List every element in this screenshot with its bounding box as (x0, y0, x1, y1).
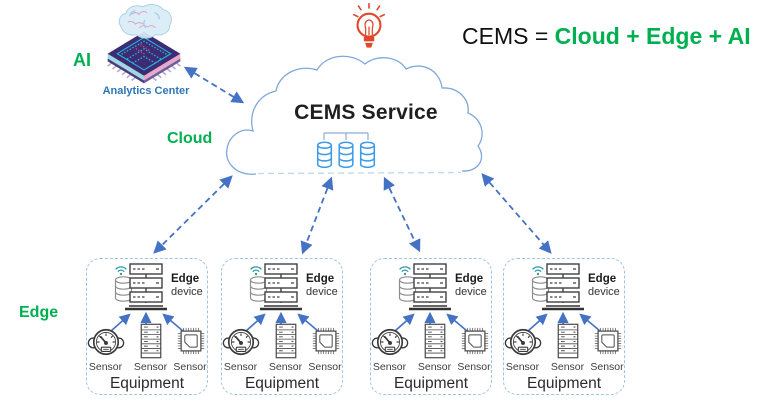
equipment-label: Equipment (393, 375, 469, 392)
cloud-bottom-dashed-line (257, 171, 462, 175)
chip-sensor-icon (594, 327, 622, 355)
equipment-box: Edge device Sensor Sensor Sensor Equipme… (221, 258, 343, 395)
edge-device-label: Edge (455, 273, 484, 285)
equipment-box: Edge device Sensor Sensor Sensor Equipme… (86, 258, 208, 395)
chip-sensor-icon (461, 327, 489, 355)
edge-device-sublabel: device (306, 286, 338, 298)
chip-sensor-icon (312, 327, 340, 355)
cems-service-title: CEMS Service (294, 101, 438, 124)
rack-sensor-icon (422, 323, 448, 359)
sensor-label: Sensor (268, 361, 303, 373)
sensor-label: Sensor (417, 361, 452, 373)
sensor-label: Sensor (505, 361, 540, 373)
brain-chip-icon (107, 4, 181, 84)
gauge-sensor-icon (371, 326, 409, 358)
edge-device-icon (397, 262, 455, 314)
sensor-label: Sensor (173, 361, 207, 373)
gauge-sensor-icon (222, 326, 260, 358)
equation-suffix: Cloud + Edge + AI (554, 23, 751, 49)
sensor-label: Sensor (457, 361, 491, 373)
edge-device-icon (530, 262, 588, 314)
edge-device-sublabel: device (588, 286, 620, 298)
gauge-sensor-icon (504, 326, 542, 358)
cloud-shape (225, 55, 483, 175)
chip-sensor-icon (177, 327, 205, 355)
edge-device-icon (113, 262, 171, 314)
equipment-label: Equipment (109, 375, 185, 392)
lightbulb-icon (352, 2, 386, 48)
gauge-sensor-icon (87, 326, 125, 358)
database-icon (338, 141, 354, 169)
sensor-label: Sensor (550, 361, 585, 373)
analytics-center-label: Analytics Center (102, 85, 190, 97)
database-cluster (316, 132, 376, 169)
cloud-zone-label: Cloud (167, 130, 213, 147)
arrow-ai-cloud (183, 66, 245, 104)
rack-sensor-icon (555, 323, 581, 359)
edge-zone-label: Edge (19, 304, 59, 321)
sensor-label: Sensor (88, 361, 123, 373)
ai-zone-label: AI (73, 50, 91, 70)
sensor-label: Sensor (372, 361, 407, 373)
arrow-cloud-box1 (153, 175, 233, 254)
edge-device-label: Edge (588, 273, 617, 285)
edge-device-icon (248, 262, 306, 314)
arrow-cloud-box4 (481, 173, 552, 254)
equipment-label: Equipment (526, 375, 602, 392)
brain-icon (118, 4, 172, 39)
arrow-cloud-box2 (300, 176, 334, 255)
rack-sensor-icon (138, 323, 164, 359)
sensor-label: Sensor (133, 361, 168, 373)
equipment-box: Edge device Sensor Sensor Sensor Equipme… (503, 258, 625, 395)
equipment-label: Equipment (244, 375, 320, 392)
rack-sensor-icon (273, 323, 299, 359)
edge-device-label: Edge (171, 273, 200, 285)
database-icon (359, 141, 376, 169)
sensor-label: Sensor (590, 361, 624, 373)
edge-device-sublabel: device (171, 286, 203, 298)
edge-device-sublabel: device (455, 286, 487, 298)
database-icon (316, 141, 333, 169)
equation-prefix: CEMS = (462, 23, 555, 49)
sensor-label: Sensor (223, 361, 258, 373)
arrow-cloud-box3 (383, 176, 421, 253)
cems-equation: CEMS = Cloud + Edge + AI (462, 23, 751, 50)
equipment-box: Edge device Sensor Sensor Sensor Equipme… (370, 258, 492, 395)
edge-device-label: Edge (306, 273, 335, 285)
sensor-label: Sensor (308, 361, 342, 373)
